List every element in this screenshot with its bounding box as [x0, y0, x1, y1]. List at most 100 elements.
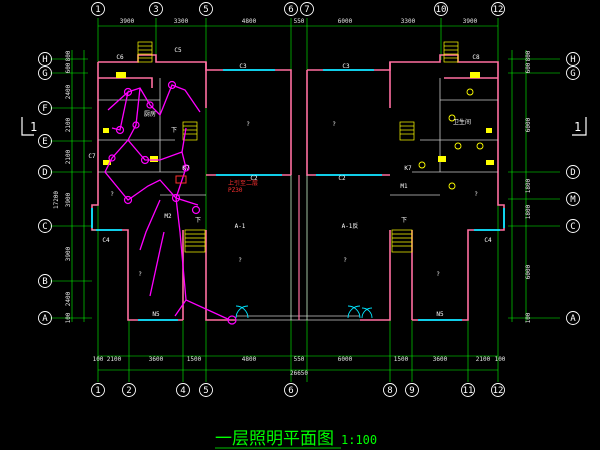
- axis-bubbles-top: [91, 2, 505, 16]
- dim-left: 600: [65, 62, 72, 73]
- dim-left-total: 17200: [53, 191, 60, 209]
- dim-top: 3300: [401, 18, 416, 25]
- dim-top: 4800: [242, 18, 257, 25]
- label-c5: C5: [174, 47, 182, 54]
- axis-right-label: D: [570, 168, 575, 178]
- label-toilet: 卫生间: [453, 118, 471, 126]
- axis-bubbles-right: [566, 52, 580, 325]
- axis-top-label: 5: [203, 5, 208, 15]
- axis-left-label: C: [42, 222, 47, 232]
- label-c4-right: C4: [484, 237, 492, 244]
- axis-labels-top: 1 3 5 6 7 10 12: [95, 5, 503, 15]
- dim-left: 100: [65, 312, 72, 323]
- label-m2: M2: [164, 213, 172, 220]
- label-c7: C7: [88, 153, 96, 160]
- label-k7-right: K7: [404, 165, 412, 172]
- dim-bottom: 100: [93, 356, 104, 363]
- interior-walls: [92, 78, 498, 321]
- dim-bottom: 3600: [149, 356, 164, 363]
- dim-top: 6000: [338, 18, 353, 25]
- axis-labels-right: H G D M C A: [570, 55, 576, 324]
- dim-total-bottom: 26650: [290, 370, 308, 377]
- axis-top-label: 3: [153, 5, 158, 15]
- axis-left-label: A: [42, 314, 48, 324]
- axis-left-label: G: [42, 69, 47, 79]
- label-down-left: 下: [195, 217, 201, 224]
- dim-right: 600: [525, 62, 532, 73]
- label-q: ?: [110, 191, 114, 198]
- label-c2-left: C2: [250, 175, 258, 182]
- label-c8: C8: [472, 54, 480, 61]
- axis-top-label: 7: [304, 5, 309, 15]
- section-mark-right-label: 1: [574, 120, 581, 134]
- dim-left: 800: [65, 50, 72, 61]
- label-q: ?: [138, 271, 142, 278]
- lighting-fixtures: [108, 80, 237, 325]
- dim-right: 800: [525, 50, 532, 61]
- label-q: ?: [332, 121, 336, 128]
- dim-bottom: 6000: [338, 356, 353, 363]
- dim-left: 3900: [65, 246, 72, 261]
- axis-right-label: H: [570, 55, 575, 65]
- axis-right-label: G: [570, 69, 575, 79]
- room-question-labels: ? ? ? ? ? ? ? ?: [110, 121, 478, 278]
- section-mark-left: [21, 117, 34, 136]
- axis-bubbles-bottom: [91, 383, 505, 397]
- dim-right: 1800: [525, 178, 532, 193]
- dim-bottom: 2100: [476, 356, 491, 363]
- dim-top: 3300: [174, 18, 189, 25]
- lighting-fixtures-right: [418, 88, 484, 190]
- drawing-scale: 1:100: [341, 433, 377, 447]
- axis-bottom-label: 6: [288, 386, 293, 396]
- label-q: ?: [474, 191, 478, 198]
- dim-right: 1800: [525, 204, 532, 219]
- dimension-text-bottom: 100 2100 3600 1500 4800 550 6000 1500 36…: [93, 356, 506, 377]
- dim-right: 6000: [525, 117, 532, 132]
- label-c3-left: C3: [239, 63, 247, 70]
- label-down-right: 下: [401, 217, 407, 224]
- dim-left: 2400: [65, 291, 72, 306]
- dim-bottom: 3600: [433, 356, 448, 363]
- axis-bottom-label: 8: [387, 386, 392, 396]
- dim-bottom: 550: [294, 356, 305, 363]
- dimension-text-top: 3900 3300 4800 550 6000 3300 3900: [120, 18, 478, 25]
- dim-right: 6000: [525, 264, 532, 279]
- dim-top: 3900: [463, 18, 478, 25]
- axis-right-label: C: [570, 222, 575, 232]
- section-mark-left-label: 1: [30, 120, 37, 134]
- axis-bottom-label: 5: [203, 386, 208, 396]
- dim-top: 3900: [120, 18, 135, 25]
- panel-note: 上引至二层: [228, 179, 258, 187]
- dim-left: 3900: [65, 192, 72, 207]
- axis-bottom-label: 4: [180, 386, 185, 396]
- horizontal-axis-lines: [50, 25, 560, 371]
- label-q: ?: [436, 271, 440, 278]
- label-q: ?: [238, 257, 242, 264]
- label-kitchen: 厨房: [144, 110, 156, 118]
- axis-left-label: E: [42, 137, 47, 147]
- dim-bottom: 100: [495, 356, 506, 363]
- axis-left-label: D: [42, 168, 47, 178]
- axis-top-label: 12: [493, 5, 504, 15]
- label-q: ?: [246, 121, 250, 128]
- label-n5-left: N5: [152, 311, 160, 318]
- dim-left: 2100: [65, 149, 72, 164]
- dim-bottom: 1500: [187, 356, 202, 363]
- label-m1: M1: [400, 183, 408, 190]
- axis-bubbles-left: [38, 52, 52, 325]
- axis-labels-bottom: 1 2 4 5 6 8 9 11 12: [95, 386, 503, 396]
- label-down-left-2: 下: [171, 127, 177, 134]
- stairs: [137, 41, 459, 253]
- section-mark-right: [572, 117, 587, 136]
- label-q: ?: [343, 257, 347, 264]
- drawing-title: 一层照明平面图: [215, 429, 334, 449]
- axis-labels-left: H G F E D C B A: [42, 55, 48, 324]
- room-labels: C5 C6 C3 C3 C8 C7 C4 C4 C2 C2 N5 N5 K7 K…: [88, 47, 492, 318]
- axis-top-label: 1: [95, 5, 100, 15]
- dim-bottom: 4800: [242, 356, 257, 363]
- dim-bottom: 1500: [394, 356, 409, 363]
- axis-bottom-label: 2: [126, 386, 131, 396]
- axis-bottom-label: 12: [493, 386, 504, 396]
- windows: [91, 69, 505, 321]
